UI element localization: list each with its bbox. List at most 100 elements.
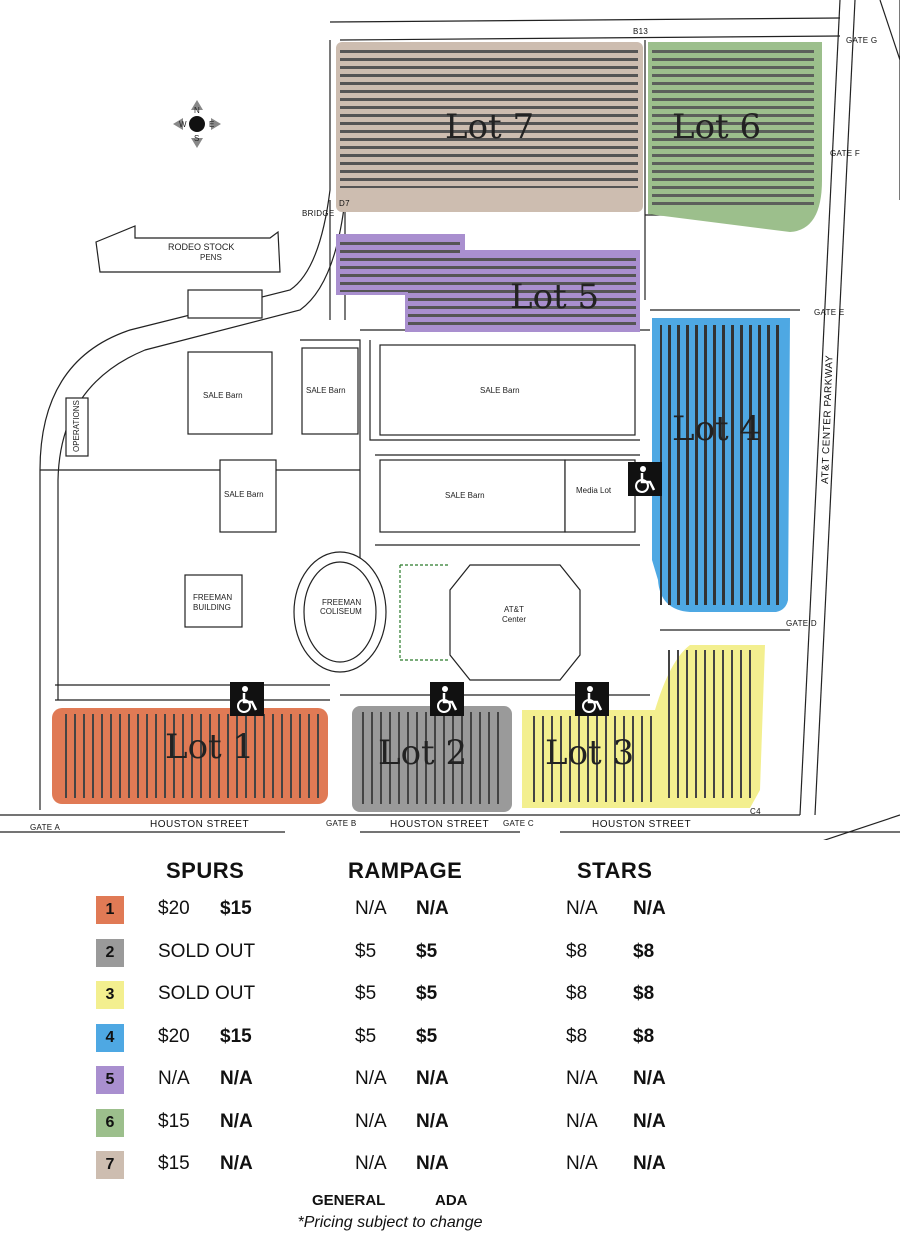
spurs-general-price: $15 [158,1153,190,1174]
lot-swatch: 4 [96,1023,124,1052]
rampage-ada-price: N/A [416,898,449,919]
rampage-ada-price: N/A [416,1068,449,1089]
pricing-row: 4$20$15$5$5$8$8 [0,1023,900,1054]
stars-general-price: $8 [566,983,588,1004]
sale-barn-2-label: SALE Barn [306,386,346,395]
sale-barn-1-label: SALE Barn [203,391,243,400]
parkway-label: AT&T CENTER PARKWAY [820,355,835,484]
stars-general-price: $8 [566,940,588,962]
sale-barn-2 [301,347,359,435]
lot-3-label: Lot 3 [545,733,634,773]
sale-barn-4-label: SALE Barn [224,490,264,499]
gate-f-label: GATE F [830,149,860,158]
lot-swatch: 3 [96,981,124,1009]
lot-swatch: 5 [96,1066,124,1094]
lot-2: Lot 2 [352,706,512,812]
rampage-general-price: $5 [355,983,377,1004]
rampage-general-price: N/A [355,1068,387,1089]
rampage-ada-price: $5 [416,1025,438,1047]
spurs-general-price: $15 [158,1110,190,1132]
lot-6-label: Lot 6 [672,107,761,147]
lot-5-label: Lot 5 [510,277,599,317]
bridge-label: BRIDGE [302,209,334,218]
lot-2-label: Lot 2 [378,733,467,773]
gate-a-label: GATE A [30,823,60,832]
spurs-general-price: SOLD OUT [158,940,256,962]
stars-ada-price: N/A [633,1110,666,1132]
spurs-general-price: SOLD OUT [158,983,256,1004]
small-building [187,289,263,319]
gate-b-label: GATE B [326,819,357,828]
ada-label: ADA [435,1192,468,1209]
stars-general-price: N/A [566,898,598,919]
lot-4-label: Lot 4 [672,409,761,449]
lot-3: Lot 3 [522,645,765,808]
rodeo-label-2: PENS [200,253,222,262]
gate-d-label: GATE D [786,619,817,628]
stars-ada-price: N/A [633,1068,666,1089]
freeman-building [184,574,243,628]
svg-text:E: E [209,120,214,129]
rampage-ada-price: $5 [416,940,438,962]
stars-general-price: $8 [566,1025,588,1047]
svg-text:N: N [194,106,200,115]
spurs-ada-price: N/A [220,1110,253,1132]
sale-barn-3-label: SALE Barn [480,386,520,395]
sale-barn-3 [379,344,636,436]
buildings [65,225,636,681]
lot-6: Lot 6 [648,42,822,232]
spurs-general-price: N/A [158,1068,190,1089]
stars-general-price: N/A [566,1110,598,1132]
spurs-general-price: $20 [158,1025,190,1047]
rodeo-stock-pens [95,225,281,273]
ada-icons [230,462,662,716]
gate-c-label: GATE C [503,819,534,828]
compass-icon: N S W E [173,100,221,148]
stars-general-price: N/A [566,1153,598,1174]
operations-building [65,397,89,457]
gate-e-label: GATE E [814,308,845,317]
rampage-ada-price: N/A [416,1153,449,1174]
wheelchair-icon [628,462,662,496]
lot-4: Lot 4 [652,318,790,612]
street-labels: HOUSTON STREET HOUSTON STREET HOUSTON ST… [150,355,835,830]
b13-label: B13 [633,27,648,36]
lot-1: Lot 1 [52,708,328,804]
lot-5: Lot 5 [336,234,640,332]
freeman-building-label-2: BUILDING [193,603,231,612]
spurs-ada-price: N/A [220,1068,253,1089]
svg-text:W: W [179,120,187,129]
spurs-general-price: $20 [158,898,190,919]
lot-7: Lot 7 [336,42,643,212]
lot-swatch: 2 [96,938,124,967]
stars-ada-price: $8 [633,1025,655,1047]
stars-ada-price: $8 [633,940,655,962]
rampage-ada-price: $5 [416,983,438,1004]
freeman-coliseum [293,551,387,673]
spurs-ada-price: N/A [220,1153,253,1174]
media-lot-building [564,459,636,533]
stars-ada-price: $8 [633,983,655,1004]
pricing-note: *Pricing subject to change [297,1214,483,1231]
rampage-general-price: N/A [355,1153,387,1174]
d7-label: D7 [339,199,350,208]
pricing-row: 3 SOLD OUT $5 $5 $8 $8 [0,981,900,1011]
wheelchair-icon [430,682,464,716]
stars-ada-price: N/A [633,898,666,919]
freeman-building-label: FREEMAN [193,593,232,602]
rampage-general-price: N/A [355,1110,387,1132]
rodeo-label: RODEO STOCK [168,242,234,252]
spurs-header: SPURS [166,858,245,883]
rampage-general-price: N/A [355,898,387,919]
stars-ada-price: N/A [633,1153,666,1174]
rampage-ada-price: N/A [416,1110,449,1132]
houston-street-label: HOUSTON STREET [150,819,249,830]
att-center-label: AT&T [504,605,524,614]
